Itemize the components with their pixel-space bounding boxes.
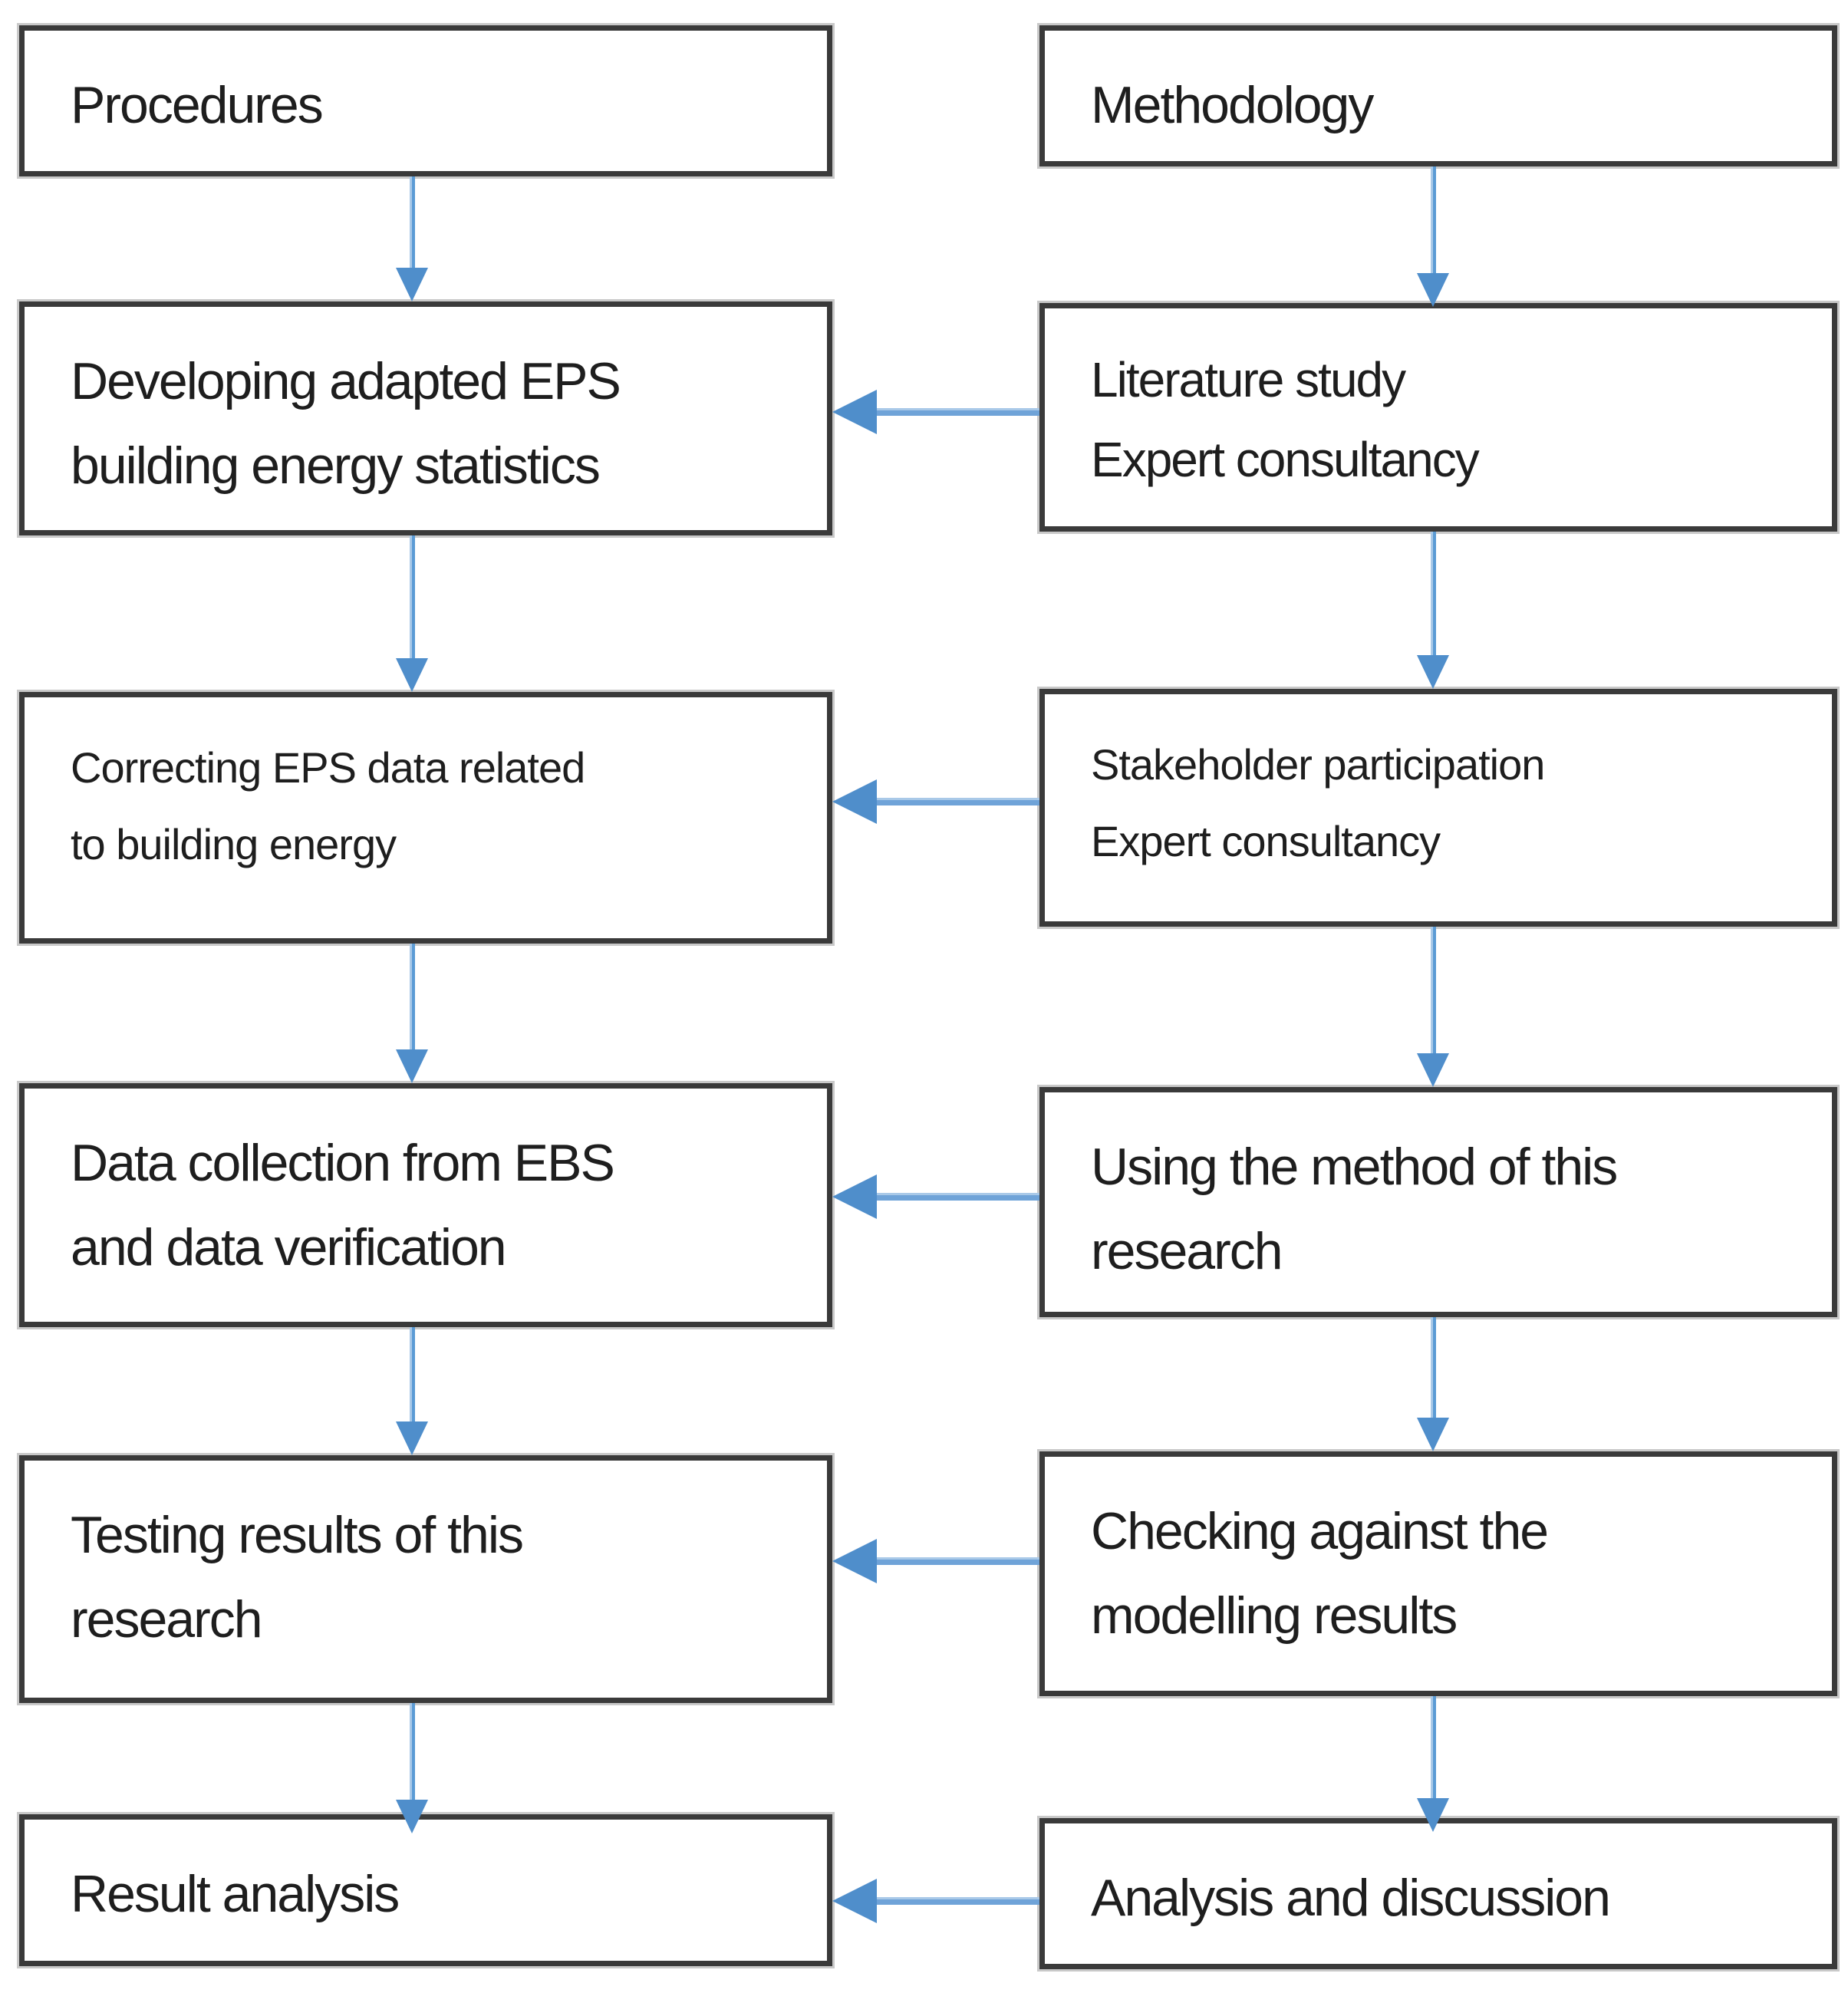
box-label: to building energy <box>71 819 397 868</box>
left-arrow-icon <box>832 1538 1039 1584</box>
flow-box-testing-results: Testing results of this research <box>19 1455 832 1703</box>
box-label: Result analysis <box>71 1865 400 1923</box>
box-label: Analysis and discussion <box>1091 1869 1611 1927</box>
down-arrow-icon <box>395 535 429 692</box>
left-arrow-icon <box>832 1174 1039 1220</box>
box-label: Developing adapted EPS <box>71 352 621 410</box>
box-label: Methodology <box>1091 76 1374 134</box>
box-label: building energy statistics <box>71 436 601 496</box>
down-arrow-icon <box>395 176 429 301</box>
down-arrow-icon <box>395 1703 429 1833</box>
box-label: Expert consultancy <box>1091 816 1441 865</box>
down-arrow-icon <box>395 1327 429 1455</box>
down-arrow-icon <box>1416 532 1450 689</box>
flow-box-procedures: Procedures <box>19 25 832 176</box>
flow-box-developing-adapted-eps: Developing adapted EPS building energy s… <box>19 301 832 535</box>
left-arrow-icon <box>832 389 1039 435</box>
down-arrow-icon <box>1416 1317 1450 1451</box>
box-label: Testing results of this <box>71 1506 524 1564</box>
box-label: modelling results <box>1091 1586 1458 1645</box>
flow-box-literature-study: Literature study Expert consultancy <box>1039 303 1837 532</box>
box-label: Data collection from EBS <box>71 1134 615 1192</box>
flow-box-methodology: Methodology <box>1039 25 1837 166</box>
box-label: Stakeholder participation <box>1091 740 1545 789</box>
flow-box-stakeholder-participation: Stakeholder participation Expert consult… <box>1039 689 1837 927</box>
box-label: and data verification <box>71 1218 507 1277</box>
down-arrow-icon <box>395 944 429 1083</box>
down-arrow-icon <box>1416 1696 1450 1832</box>
box-label: Procedures <box>71 76 324 134</box>
box-label: research <box>71 1590 263 1649</box>
left-arrow-icon <box>832 779 1039 825</box>
box-label: research <box>1091 1222 1283 1281</box>
flow-box-result-analysis: Result analysis <box>19 1814 832 1966</box>
flow-box-data-collection: Data collection from EBS and data verifi… <box>19 1083 832 1327</box>
flow-box-checking-modelling: Checking against the modelling results <box>1039 1451 1837 1696</box>
flow-box-using-method: Using the method of this research <box>1039 1087 1837 1317</box>
down-arrow-icon <box>1416 166 1450 307</box>
down-arrow-icon <box>1416 927 1450 1087</box>
left-arrow-icon <box>832 1878 1039 1924</box>
box-label: Expert consultancy <box>1091 431 1480 487</box>
box-label: Checking against the <box>1091 1502 1549 1560</box>
box-label: Correcting EPS data related <box>71 743 585 792</box>
flow-box-correcting-eps-data: Correcting EPS data related to building … <box>19 692 832 944</box>
box-label: Using the method of this <box>1091 1138 1618 1196</box>
box-label: Literature study <box>1091 352 1406 407</box>
flow-box-analysis-discussion: Analysis and discussion <box>1039 1818 1837 1969</box>
